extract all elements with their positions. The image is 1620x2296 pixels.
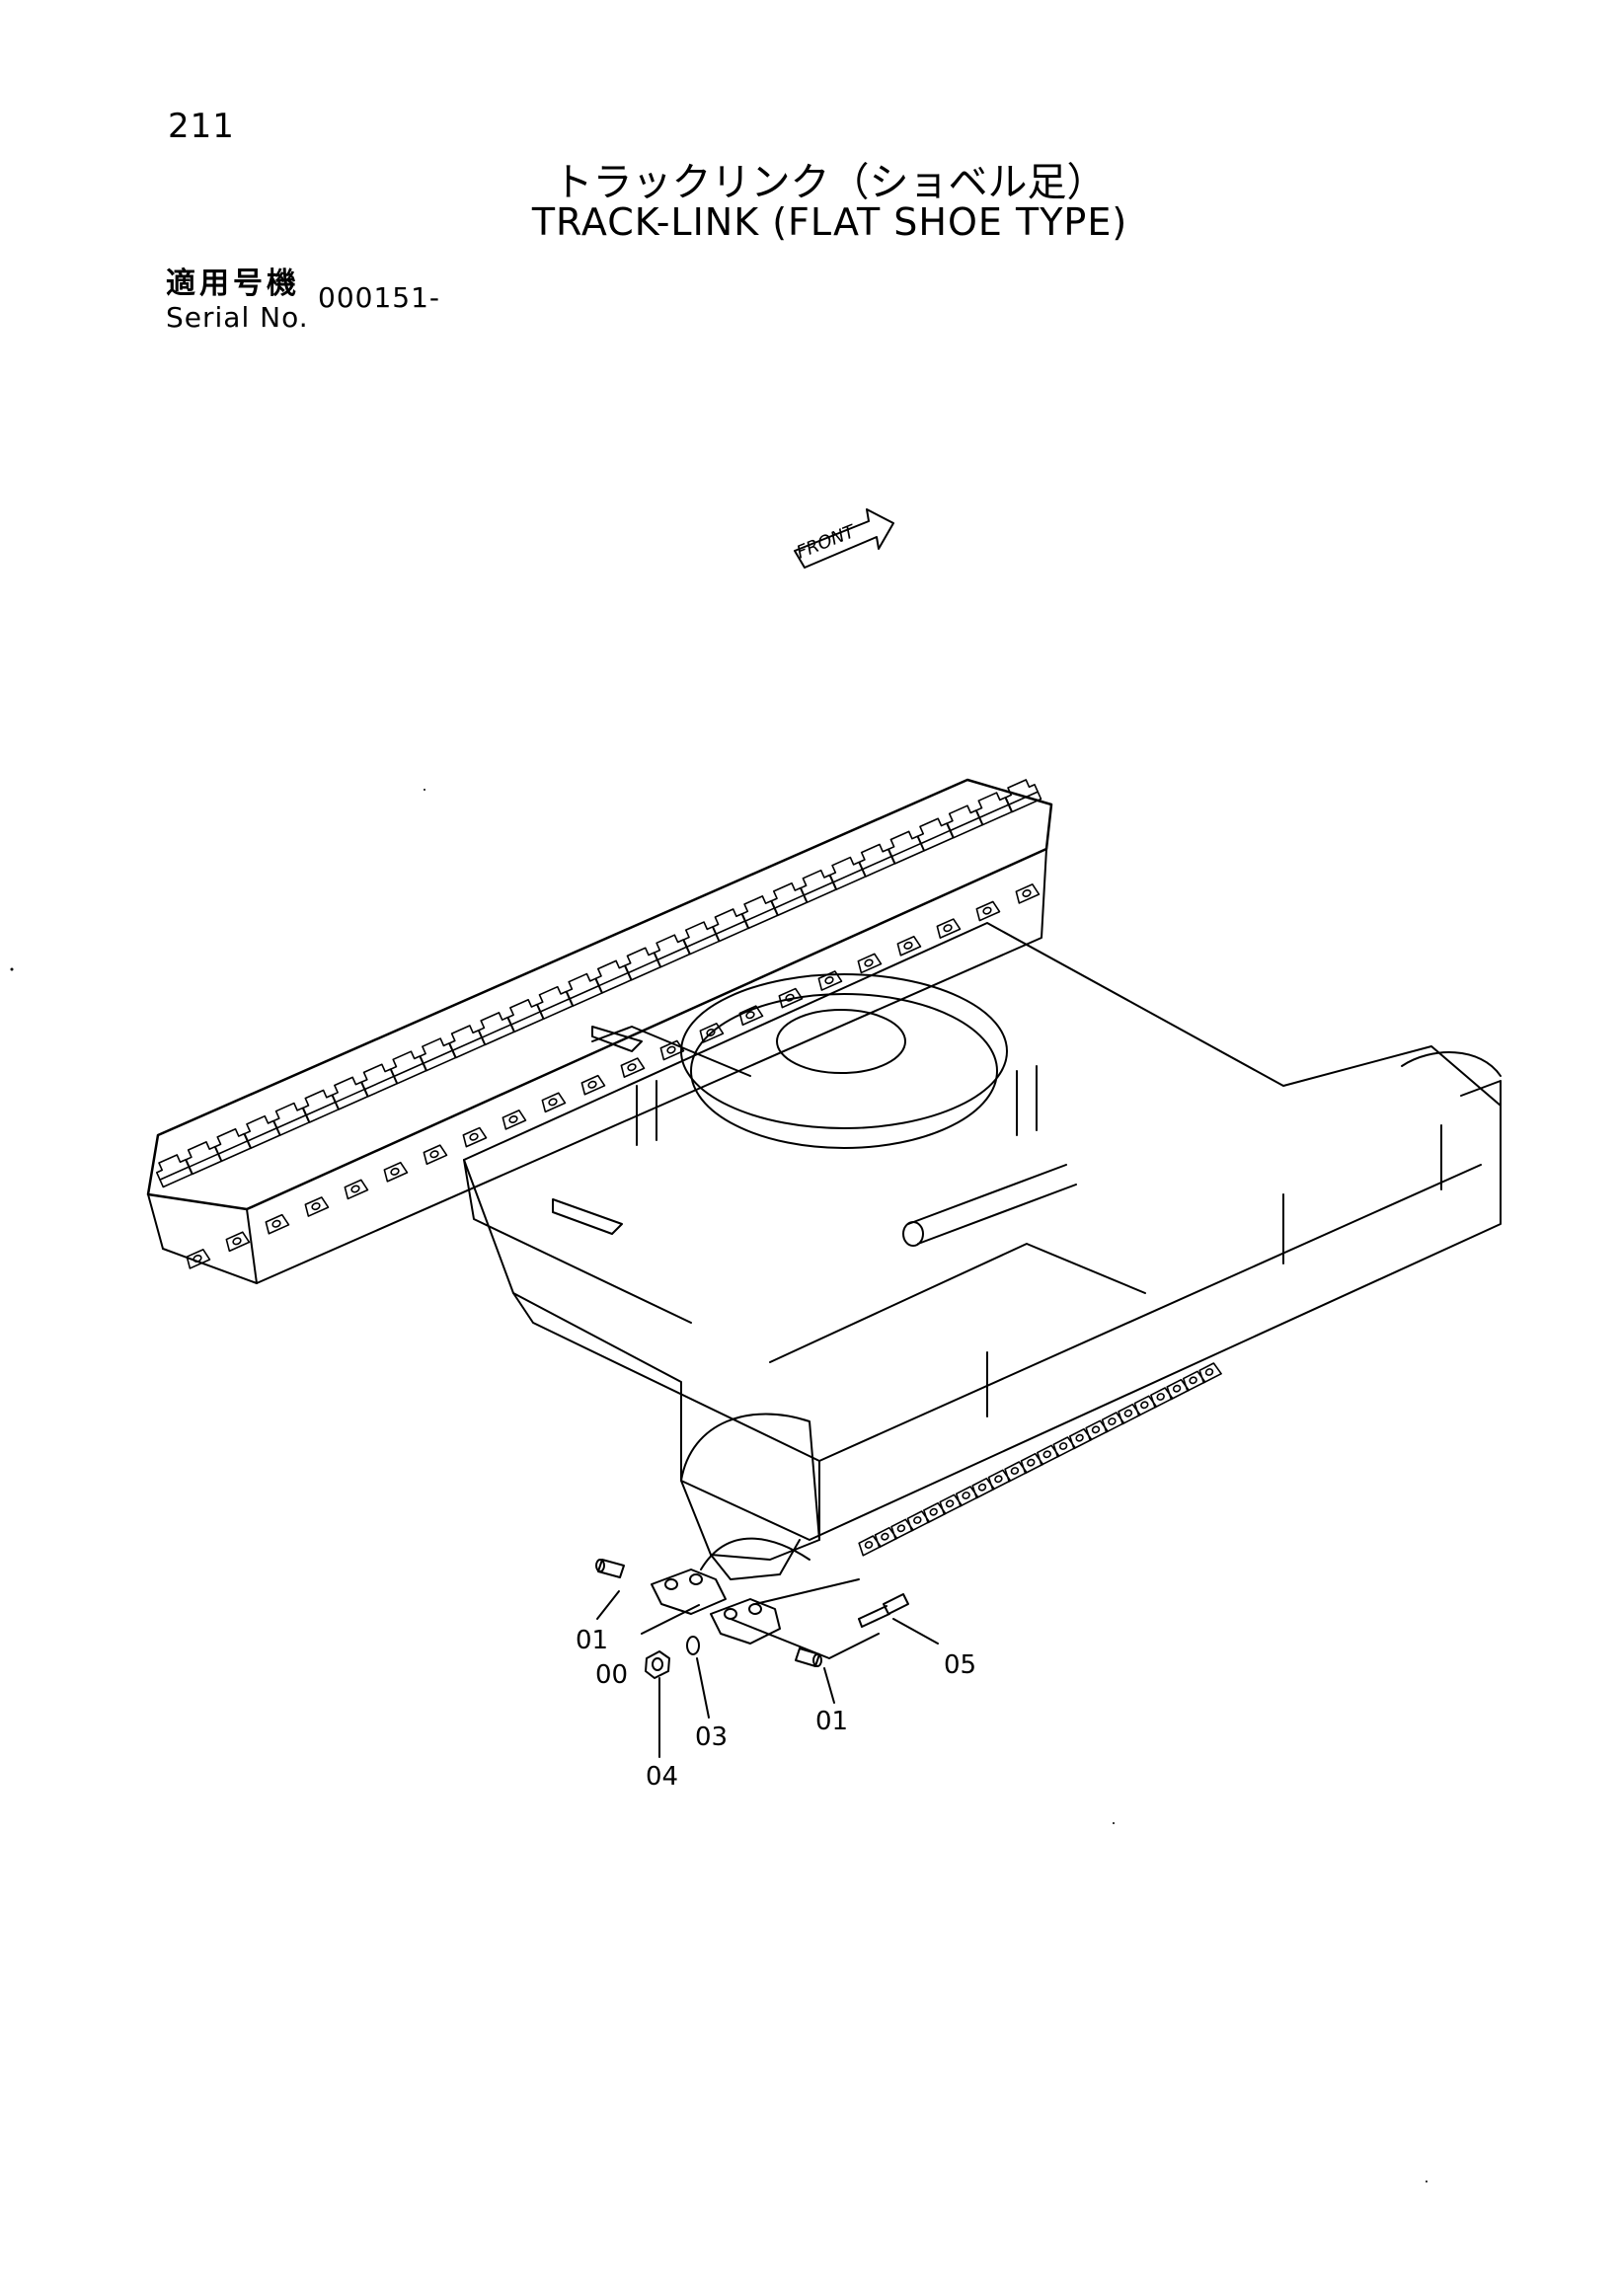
- page-number: 211: [168, 107, 235, 146]
- track-link: [462, 1126, 488, 1148]
- track-link: [1020, 1452, 1044, 1475]
- track-shoe: [975, 792, 1013, 826]
- track-shoe: [360, 1063, 398, 1098]
- track-shoe: [829, 856, 867, 890]
- track-link: [857, 953, 883, 974]
- track-shoe: [770, 881, 809, 917]
- track-link: [1085, 1419, 1109, 1441]
- track-link: [1015, 883, 1041, 904]
- track-shoe: [214, 1127, 252, 1163]
- track-link: [896, 935, 922, 957]
- track-link: [1068, 1427, 1093, 1450]
- track-shoe: [800, 869, 837, 903]
- track-link: [858, 1535, 882, 1557]
- track-link: [580, 1074, 606, 1096]
- track-link: [936, 918, 962, 939]
- track-link: [304, 1196, 330, 1217]
- page-title-english: TRACK-LINK (FLAT SHOE TYPE): [531, 200, 1128, 244]
- track-link: [1004, 1461, 1028, 1483]
- part-callouts: 01 00 05 04 03 01: [576, 1626, 976, 1792]
- front-arrow-icon: FRONT: [794, 508, 894, 569]
- track-link: [971, 1477, 995, 1499]
- track-shoe: [624, 947, 661, 981]
- callout-03: 03: [695, 1722, 728, 1752]
- exploded-parts: [595, 1559, 939, 1758]
- track-link: [975, 900, 1001, 922]
- track-shoe: [566, 972, 603, 1007]
- track-shoe: [506, 998, 545, 1033]
- nut-04: [645, 1650, 670, 1679]
- callout-01-upper: 01: [576, 1626, 608, 1655]
- track-link: [1133, 1395, 1158, 1416]
- track-link: [1118, 1403, 1141, 1425]
- track-shoe: [448, 1025, 486, 1059]
- track-link: [1198, 1362, 1222, 1384]
- callout-00: 00: [595, 1660, 628, 1690]
- track-shoe: [946, 804, 983, 839]
- callout-04: 04: [646, 1762, 678, 1792]
- bolt-05: [858, 1593, 909, 1628]
- front-label: FRONT: [794, 520, 860, 563]
- track-shoe: [682, 921, 721, 956]
- track-shoe: [155, 1154, 193, 1188]
- track-link: [265, 1213, 290, 1235]
- washer-03: [686, 1636, 700, 1655]
- track-link: [1182, 1370, 1206, 1392]
- track-shoe: [390, 1050, 427, 1085]
- track-shoe: [654, 934, 691, 968]
- track-shoe: [419, 1037, 457, 1072]
- left-track-assembly: [146, 778, 1053, 1284]
- track-link: [906, 1510, 931, 1532]
- track-shoe: [243, 1114, 281, 1149]
- track-link: [225, 1231, 251, 1253]
- track-link: [344, 1179, 369, 1200]
- track-shoe: [536, 985, 574, 1020]
- track-frame: [463, 922, 1502, 1541]
- track-link: [541, 1092, 567, 1113]
- track-shoe: [858, 843, 895, 878]
- track-shoe: [887, 830, 925, 865]
- pin-01-upper: [595, 1559, 625, 1578]
- page-title-japanese: トラックリンク（ショベル足）: [553, 160, 1107, 205]
- track-link: [955, 1486, 979, 1507]
- track-shoe: [302, 1089, 340, 1123]
- serial-number-value: 000151-: [318, 281, 440, 314]
- track-link: [186, 1249, 211, 1269]
- track-shoe: [478, 1012, 515, 1046]
- track-link: [383, 1161, 409, 1183]
- track-shoe: [916, 817, 955, 852]
- track-shoe: [1004, 779, 1042, 813]
- right-track-assembly: [680, 1362, 1222, 1580]
- track-link: [423, 1144, 448, 1166]
- track-shoe: [272, 1102, 310, 1136]
- track-link: [1037, 1444, 1060, 1466]
- track-link: [620, 1057, 646, 1078]
- track-shoe: [741, 895, 779, 930]
- serial-label-japanese: 適用号機: [166, 267, 300, 301]
- track-link: [738, 1005, 764, 1027]
- callout-01-lower: 01: [815, 1707, 848, 1736]
- track-shoe: [594, 959, 633, 994]
- pin-01-lower: [795, 1647, 822, 1667]
- track-link: [923, 1501, 947, 1524]
- callout-05: 05: [944, 1650, 976, 1680]
- track-shoe: [331, 1076, 369, 1110]
- track-link: [890, 1518, 914, 1540]
- scan-marks: [10, 789, 1427, 2182]
- track-link: [1150, 1387, 1174, 1409]
- track-link: [501, 1110, 527, 1130]
- serial-label-english: Serial No.: [166, 301, 309, 334]
- track-link-00: [651, 1569, 781, 1645]
- track-shoe: [712, 908, 749, 943]
- track-shoe: [185, 1141, 222, 1176]
